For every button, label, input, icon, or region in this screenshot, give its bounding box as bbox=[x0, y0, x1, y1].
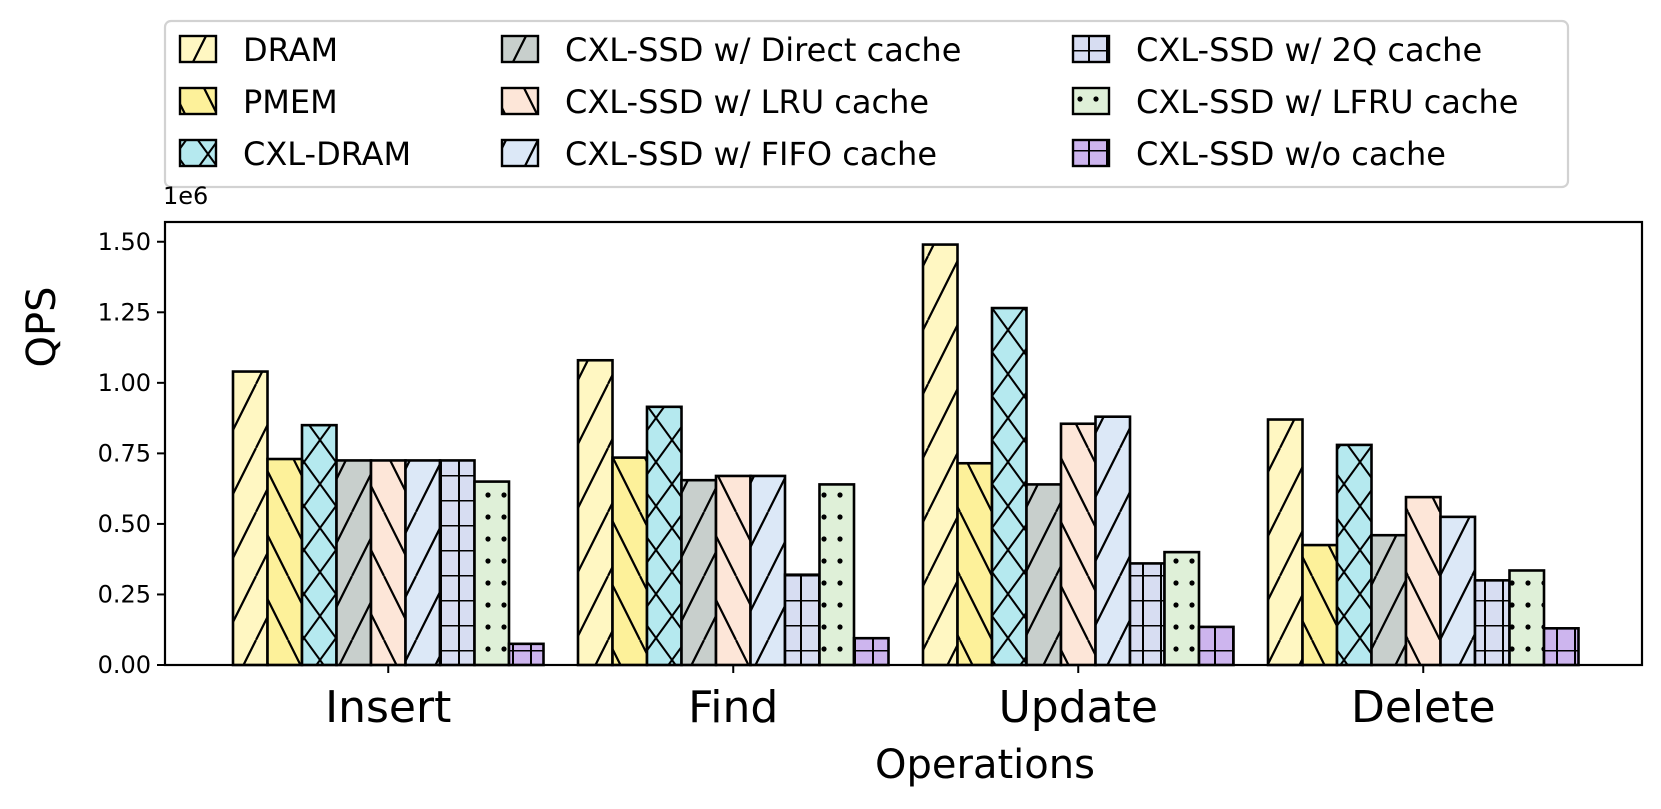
bar-cxl-ssd-w-direct-cache-insert bbox=[335, 459, 373, 667]
legend-item-cxl-dram: CXL-DRAM bbox=[178, 135, 411, 173]
bar-dram-find bbox=[576, 358, 614, 667]
legend-label: CXL-SSD w/ LRU cache bbox=[565, 83, 929, 121]
bar-cxl-dram-delete bbox=[1335, 443, 1373, 667]
legend-label: CXL-SSD w/ 2Q cache bbox=[1136, 31, 1482, 69]
bar-cxl-ssd-w-lfru-cache-delete bbox=[1508, 569, 1546, 667]
bar-cxl-ssd-w-o-cache-find bbox=[852, 636, 890, 667]
legend-item-pmem: PMEM bbox=[178, 83, 338, 121]
bar-cxl-ssd-w-2q-cache-update bbox=[1128, 562, 1166, 667]
legend-label: DRAM bbox=[243, 31, 338, 69]
bar-cxl-ssd-w-lfru-cache-update bbox=[1163, 550, 1201, 667]
bar-pmem-delete bbox=[1301, 543, 1339, 667]
legend-item-cxl-ssd-w-2q-cache: CXL-SSD w/ 2Q cache bbox=[1071, 31, 1482, 69]
legend-label: CXL-DRAM bbox=[243, 135, 411, 173]
bar-cxl-ssd-w-o-cache-delete bbox=[1542, 627, 1580, 667]
legend-swatch bbox=[1071, 138, 1111, 168]
y-axis-title: QPS bbox=[19, 287, 65, 368]
legend-swatch bbox=[500, 138, 540, 168]
axes-frame bbox=[163, 220, 1644, 667]
y-tick-label: 1.00 bbox=[98, 369, 151, 397]
legend-item-cxl-ssd-w-lru-cache: CXL-SSD w/ LRU cache bbox=[500, 83, 929, 121]
bar-cxl-ssd-w-o-cache-update bbox=[1197, 625, 1235, 667]
legend-item-cxl-ssd-w-o-cache: CXL-SSD w/o cache bbox=[1071, 135, 1446, 173]
bar-cxl-ssd-w-lru-cache-find bbox=[714, 474, 752, 667]
legend-label: CXL-SSD w/ FIFO cache bbox=[565, 135, 937, 173]
legend-item-cxl-ssd-w-direct-cache: CXL-SSD w/ Direct cache bbox=[500, 31, 961, 69]
legend-swatch bbox=[1071, 86, 1111, 116]
bar-cxl-ssd-w-2q-cache-find bbox=[783, 573, 821, 667]
y-tick-label: 0.75 bbox=[98, 439, 151, 467]
x-axis-title: Operations bbox=[875, 742, 1095, 788]
y-tick-label: 0.25 bbox=[98, 580, 151, 608]
bar-cxl-dram-find bbox=[645, 405, 683, 667]
legend-swatch bbox=[500, 34, 540, 64]
legend-swatch bbox=[178, 138, 218, 168]
bar-cxl-ssd-w-lfru-cache-find bbox=[818, 483, 856, 667]
legend-swatch bbox=[178, 86, 218, 116]
y-tick-label: 1.25 bbox=[98, 298, 151, 326]
y-offset-label: 1e6 bbox=[163, 182, 208, 210]
legend-item-dram: DRAM bbox=[178, 31, 338, 69]
bar-cxl-ssd-w-fifo-cache-insert bbox=[404, 459, 442, 667]
x-tick-label-delete: Delete bbox=[1351, 682, 1496, 733]
bar-cxl-dram-insert bbox=[300, 423, 338, 667]
legend-label: CXL-SSD w/ Direct cache bbox=[565, 31, 961, 69]
bar-cxl-ssd-w-direct-cache-update bbox=[1025, 483, 1063, 667]
x-tick-label-find: Find bbox=[688, 682, 778, 733]
bar-dram-update bbox=[921, 243, 959, 667]
x-tick-label-insert: Insert bbox=[325, 682, 451, 733]
bar-cxl-ssd-w-2q-cache-insert bbox=[438, 459, 476, 667]
legend-item-cxl-ssd-w-lfru-cache: CXL-SSD w/ LFRU cache bbox=[1071, 83, 1518, 121]
legend-swatch bbox=[500, 86, 540, 116]
bar-cxl-ssd-w-2q-cache-delete bbox=[1473, 579, 1511, 667]
bar-dram-insert bbox=[231, 370, 269, 667]
bar-cxl-dram-update bbox=[990, 306, 1028, 667]
legend-label: CXL-SSD w/ LFRU cache bbox=[1136, 83, 1518, 121]
bar-pmem-insert bbox=[266, 457, 304, 667]
legend-swatch bbox=[1071, 34, 1111, 64]
legend-label: PMEM bbox=[243, 83, 338, 121]
bar-cxl-ssd-w-direct-cache-find bbox=[680, 478, 718, 667]
bar-cxl-ssd-w-fifo-cache-find bbox=[749, 474, 787, 667]
bar-pmem-find bbox=[611, 456, 649, 667]
bar-cxl-ssd-w-direct-cache-delete bbox=[1370, 533, 1408, 667]
bar-dram-delete bbox=[1266, 418, 1304, 667]
y-tick-label: 0.50 bbox=[98, 510, 151, 538]
y-tick-label: 0.00 bbox=[98, 651, 151, 679]
x-tick-label-update: Update bbox=[999, 682, 1158, 733]
bar-cxl-ssd-w-o-cache-insert bbox=[507, 642, 545, 667]
bar-cxl-ssd-w-lru-cache-update bbox=[1059, 422, 1097, 667]
bar-cxl-ssd-w-lru-cache-delete bbox=[1404, 495, 1442, 667]
bar-pmem-update bbox=[956, 461, 994, 667]
bar-cxl-ssd-w-fifo-cache-delete bbox=[1439, 515, 1477, 667]
legend-swatch bbox=[178, 34, 218, 64]
bar-cxl-ssd-w-lru-cache-insert bbox=[369, 459, 407, 667]
bar-cxl-ssd-w-fifo-cache-update bbox=[1094, 415, 1132, 667]
bar-cxl-ssd-w-lfru-cache-insert bbox=[473, 480, 511, 667]
legend-label: CXL-SSD w/o cache bbox=[1136, 135, 1446, 173]
legend-item-cxl-ssd-w-fifo-cache: CXL-SSD w/ FIFO cache bbox=[500, 135, 937, 173]
y-tick-label: 1.50 bbox=[98, 228, 151, 256]
